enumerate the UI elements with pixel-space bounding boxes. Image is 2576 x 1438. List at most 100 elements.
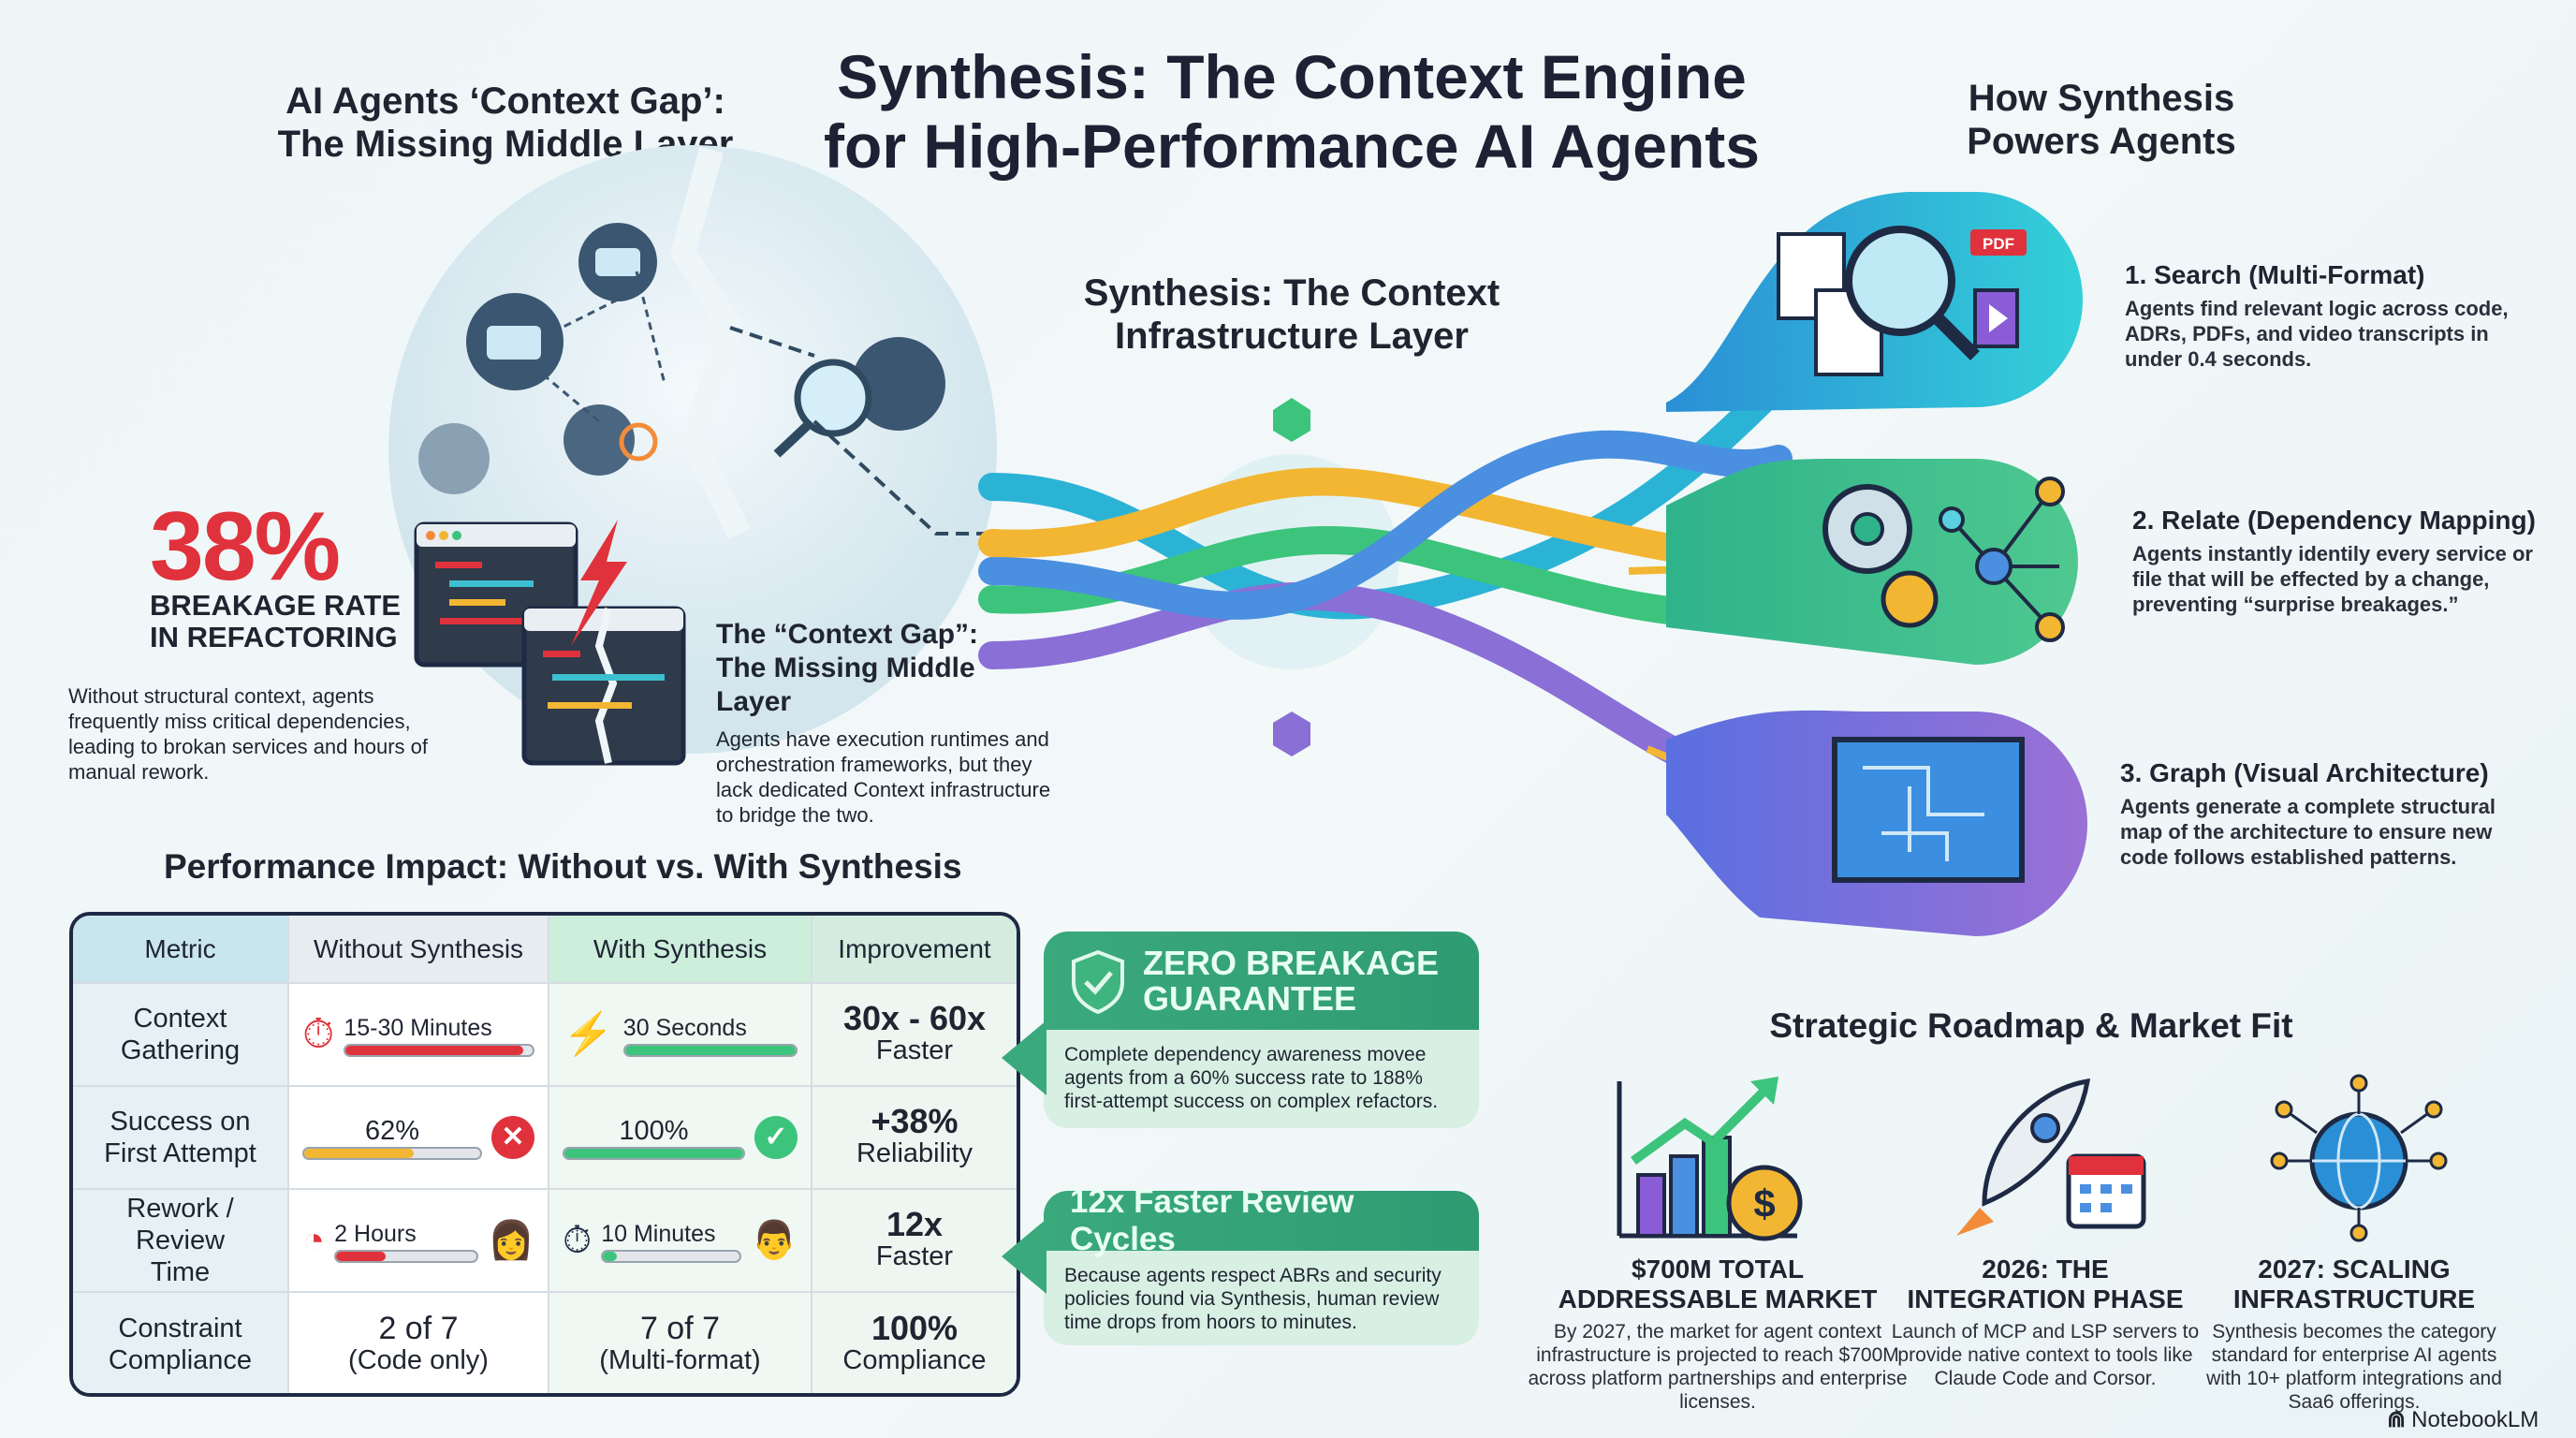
- magnifier-head-icon: [773, 337, 945, 458]
- hex-node-icon: [1273, 398, 1310, 442]
- watermark-text: NotebookLM: [2411, 1406, 2539, 1432]
- lightning-icon: ⚡: [563, 1011, 614, 1057]
- table-row: Success on First Attempt 62%✕ 100%✓ +38%…: [73, 1085, 1017, 1189]
- improvement-value: 12x: [886, 1205, 944, 1243]
- table-header-row: Metric Without Synthesis With Synthesis …: [73, 916, 1017, 983]
- callout-title: 12x Faster Review Cycles: [1044, 1183, 1479, 1257]
- breakage-description: Without structural context, agents frequ…: [68, 684, 429, 784]
- with-cell: 7 of 7(Multi-format): [549, 1291, 812, 1393]
- notebooklm-logo-icon: ⋒: [2387, 1407, 2407, 1432]
- without-progress-bar: [344, 1044, 534, 1057]
- roadmap-description: Launch of MCP and LSP servers to provide…: [1891, 1321, 2200, 1389]
- with-value: 100%: [619, 1116, 689, 1146]
- rocket-calendar-icon: [1956, 1078, 2146, 1236]
- stressed-person-icon: 👩: [488, 1220, 534, 1261]
- progress-fill: [336, 1252, 386, 1261]
- architecture-blueprint-icon: [1832, 737, 2025, 883]
- gap-heading-line-1: The “Context Gap”:: [716, 619, 979, 650]
- title-line-2: for High-Performance AI Agents: [824, 111, 1760, 181]
- without-value: 2 of 7: [378, 1310, 459, 1346]
- step-title: 1. Search (Multi-Format): [2125, 260, 2425, 289]
- step-relate: 2. Relate (Dependency Mapping) Agents in…: [2132, 506, 2544, 617]
- stat-label-line-2: IN REFACTORING: [150, 621, 398, 653]
- context-gap-block: The “Context Gap”: The Missing Middle La…: [716, 618, 1053, 828]
- center-section-heading: Synthesis: The Context Infrastructure La…: [1030, 271, 1554, 358]
- stopwatch-icon: ⏱: [302, 1011, 335, 1057]
- improvement-value: +38%: [871, 1102, 959, 1140]
- roadmap-title-line-2: INTEGRATION PHASE: [1907, 1284, 2184, 1313]
- metric-cell: Success on First Attempt: [73, 1085, 289, 1189]
- lightning-bolt-icon: [571, 520, 627, 646]
- gears-network-icon: [1822, 477, 2065, 642]
- roadmap-title-line-1: 2027: SCALING: [2258, 1255, 2451, 1284]
- context-gap-illustration: [388, 145, 1048, 766]
- step-description: Agents generate a complete structural ma…: [2120, 795, 2496, 869]
- column-header: Improvement: [812, 916, 1017, 983]
- improvement-label: Faster: [875, 1035, 954, 1065]
- gap-description: Agents have execution runtimes and orche…: [716, 727, 1051, 827]
- hex-node-icon: [1273, 712, 1310, 756]
- documents-magnifier-icon: PDF: [1777, 226, 2027, 376]
- improvement-label: Faster: [875, 1241, 954, 1271]
- agent-head-icon: [564, 404, 658, 476]
- metric-cell: Constraint Compliance: [73, 1291, 289, 1393]
- roadmap-title-line-2: ADDRESSABLE MARKET: [1558, 1284, 1878, 1313]
- with-progress-bar: [622, 1044, 798, 1057]
- table-row: Constraint Compliance 2 of 7(Code only) …: [73, 1291, 1017, 1393]
- improvement-value: 30x - 60x: [842, 999, 987, 1037]
- without-value: 62%: [364, 1116, 420, 1146]
- with-value: 10 Minutes: [601, 1221, 716, 1247]
- page-title: Synthesis: The Context Engine for High-P…: [730, 42, 1853, 181]
- progress-fill: [304, 1149, 414, 1158]
- review-cycles-callout: 12x Faster Review Cycles Because agents …: [1002, 1183, 1479, 1345]
- without-cell: 2 of 7(Code only): [288, 1291, 549, 1393]
- roadmap-description: By 2027, the market for agent context in…: [1528, 1321, 1908, 1413]
- improvement-cell: +38%Reliability: [812, 1085, 1017, 1189]
- notebooklm-watermark: ⋒ NotebookLM: [2387, 1406, 2539, 1433]
- capability-bubbles: PDF: [1666, 192, 2087, 936]
- column-header: Metric: [73, 916, 289, 983]
- without-progress-bar: [334, 1250, 479, 1263]
- with-progress-bar: [563, 1147, 745, 1160]
- step-title: 2. Relate (Dependency Mapping): [2132, 506, 2536, 535]
- growth-chart-icon: $: [1617, 1077, 1803, 1241]
- without-value: 2 Hours: [334, 1221, 417, 1247]
- improvement-cell: 100%Compliance: [812, 1291, 1017, 1393]
- improvement-label: Reliability: [856, 1138, 973, 1168]
- with-sub: (Multi-format): [599, 1344, 761, 1375]
- stat-label-line-1: BREAKAGE RATE: [150, 589, 402, 622]
- progress-fill: [624, 1046, 796, 1055]
- calm-person-icon: 👨: [751, 1220, 798, 1261]
- globe-network-icon: [2270, 1074, 2448, 1242]
- roadmap-title-line-1: 2026: THE: [1982, 1255, 2109, 1284]
- progress-fill: [345, 1046, 524, 1055]
- agent-head-icon: [466, 293, 564, 390]
- roadmap-description: Synthesis becomes the category standard …: [2206, 1321, 2502, 1413]
- clock-icon: ◔: [302, 1220, 326, 1261]
- breakage-stat-label: BREAKAGE RATE IN REFACTORING: [150, 590, 401, 653]
- callout-description: Complete dependency awareness movee agen…: [1064, 1044, 1439, 1112]
- agent-head-icon: [418, 423, 490, 494]
- roadmap-title-line-1: $700M TOTAL: [1631, 1255, 1805, 1284]
- column-header: Without Synthesis: [288, 916, 549, 983]
- roadmap-title-line-2: INFRASTRUCTURE: [2232, 1284, 2476, 1313]
- improvement-label: Compliance: [842, 1344, 987, 1375]
- svg-text:$: $: [1753, 1181, 1775, 1225]
- center-heading-line-1: Synthesis: The Context: [1083, 272, 1500, 314]
- column-header: With Synthesis: [549, 916, 812, 983]
- title-line-1: Synthesis: The Context Engine: [837, 42, 1747, 111]
- without-value: 15-30 Minutes: [344, 1015, 492, 1041]
- without-progress-bar: [302, 1147, 482, 1160]
- progress-fill: [603, 1252, 617, 1261]
- step-search: 1. Search (Multi-Format) Agents find rel…: [2125, 260, 2537, 372]
- improvement-value: 100%: [871, 1308, 959, 1347]
- metric-cell: Rework / Review Time: [73, 1188, 289, 1292]
- center-heading-line-2: Infrastructure Layer: [1115, 315, 1469, 357]
- table-row: Context Gathering ⏱15-30 Minutes ⚡30 Sec…: [73, 982, 1017, 1086]
- performance-heading: Performance Impact: Without vs. With Syn…: [164, 847, 962, 886]
- table-row: Rework / Review Time ◔ 2 Hours 👩 ⏱ 10 Minut…: [73, 1188, 1017, 1292]
- progress-fill: [564, 1149, 743, 1158]
- stopwatch-icon: ⏱: [563, 1220, 593, 1261]
